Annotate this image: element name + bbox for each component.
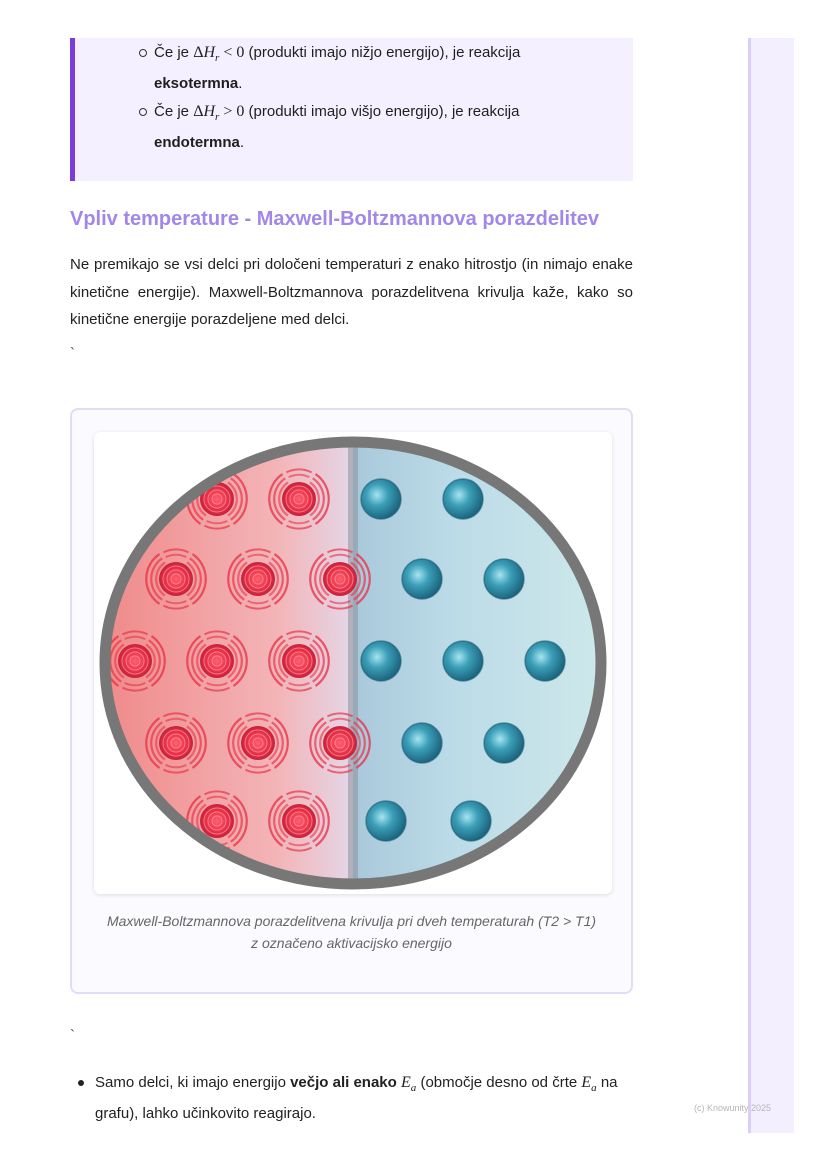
watermark: (c) Knowunity 2025 [694, 1103, 772, 1113]
figure-image [94, 432, 612, 894]
bullet-text: (območje desno od črte [416, 1074, 582, 1091]
cold-particle [360, 640, 402, 682]
particle-container-illustration [99, 436, 607, 890]
section-paragraph: Ne premikajo se vsi delci pri določeni t… [70, 256, 633, 328]
math-delta-h: ΔHr > 0 [193, 103, 245, 124]
cold-particle [450, 800, 492, 842]
stray-backtick: ` [70, 345, 75, 362]
hot-particle [227, 548, 289, 610]
figure-caption: Maxwell-Boltzmannova porazdelitvena kriv… [72, 910, 631, 954]
math-ea: Ea [401, 1074, 417, 1095]
hot-particle [268, 630, 330, 692]
bullet-activation-energy: Samo delci, ki imajo energijo večjo ali … [78, 1070, 620, 1127]
right-sidebar-panel [748, 38, 794, 1133]
cold-particle [442, 640, 484, 682]
cold-particle [524, 640, 566, 682]
bullet-text: Samo delci, ki imajo energijo [95, 1074, 291, 1091]
hot-particle [145, 712, 207, 774]
cold-particle [483, 722, 525, 764]
hot-particle [186, 630, 248, 692]
cold-particle [401, 722, 443, 764]
hot-particle [227, 712, 289, 774]
cold-particle [360, 478, 402, 520]
item-text: Če je [154, 103, 194, 120]
section-heading: Vpliv temperature - Maxwell-Boltzmannova… [70, 208, 600, 230]
caption-line-2: z označeno aktivacijsko energijo [251, 935, 452, 951]
hot-particle [268, 468, 330, 530]
item-text: (produkti imajo nižjo energijo), je reak… [244, 44, 521, 61]
figure-box: Maxwell-Boltzmannova porazdelitvena kriv… [70, 408, 633, 994]
bullet-bold: večjo ali enako [290, 1074, 397, 1091]
item-text: Če je [154, 44, 194, 61]
info-callout: Če je ΔHr < 0 (produkti imajo nižjo ener… [70, 38, 633, 181]
cold-particle [365, 800, 407, 842]
hot-particle [145, 548, 207, 610]
term-exothermic: eksotermna [154, 75, 239, 93]
hot-particle [268, 790, 330, 852]
hot-particle [309, 712, 371, 774]
item-text: (produkti imajo višjo energijo), je reak… [244, 103, 520, 120]
cold-particle [442, 478, 484, 520]
term-endothermic: endotermna [154, 134, 240, 152]
bullet-text: na grafu), lahko učinkovito reagirajo. [95, 1074, 618, 1123]
math-ea: Ea [581, 1074, 597, 1095]
cold-particle [483, 558, 525, 600]
math-delta-h: ΔHr < 0 [193, 44, 245, 65]
hot-particle [309, 548, 371, 610]
list-item-endothermic: Če je ΔHr > 0 (produkti imajo višjo ener… [139, 99, 594, 155]
caption-line-1: Maxwell-Boltzmannova porazdelitvena kriv… [106, 913, 597, 929]
list-item-exothermic: Če je ΔHr < 0 (produkti imajo nižjo ener… [139, 40, 594, 96]
stray-backtick: ` [70, 1027, 75, 1044]
cold-particle [401, 558, 443, 600]
